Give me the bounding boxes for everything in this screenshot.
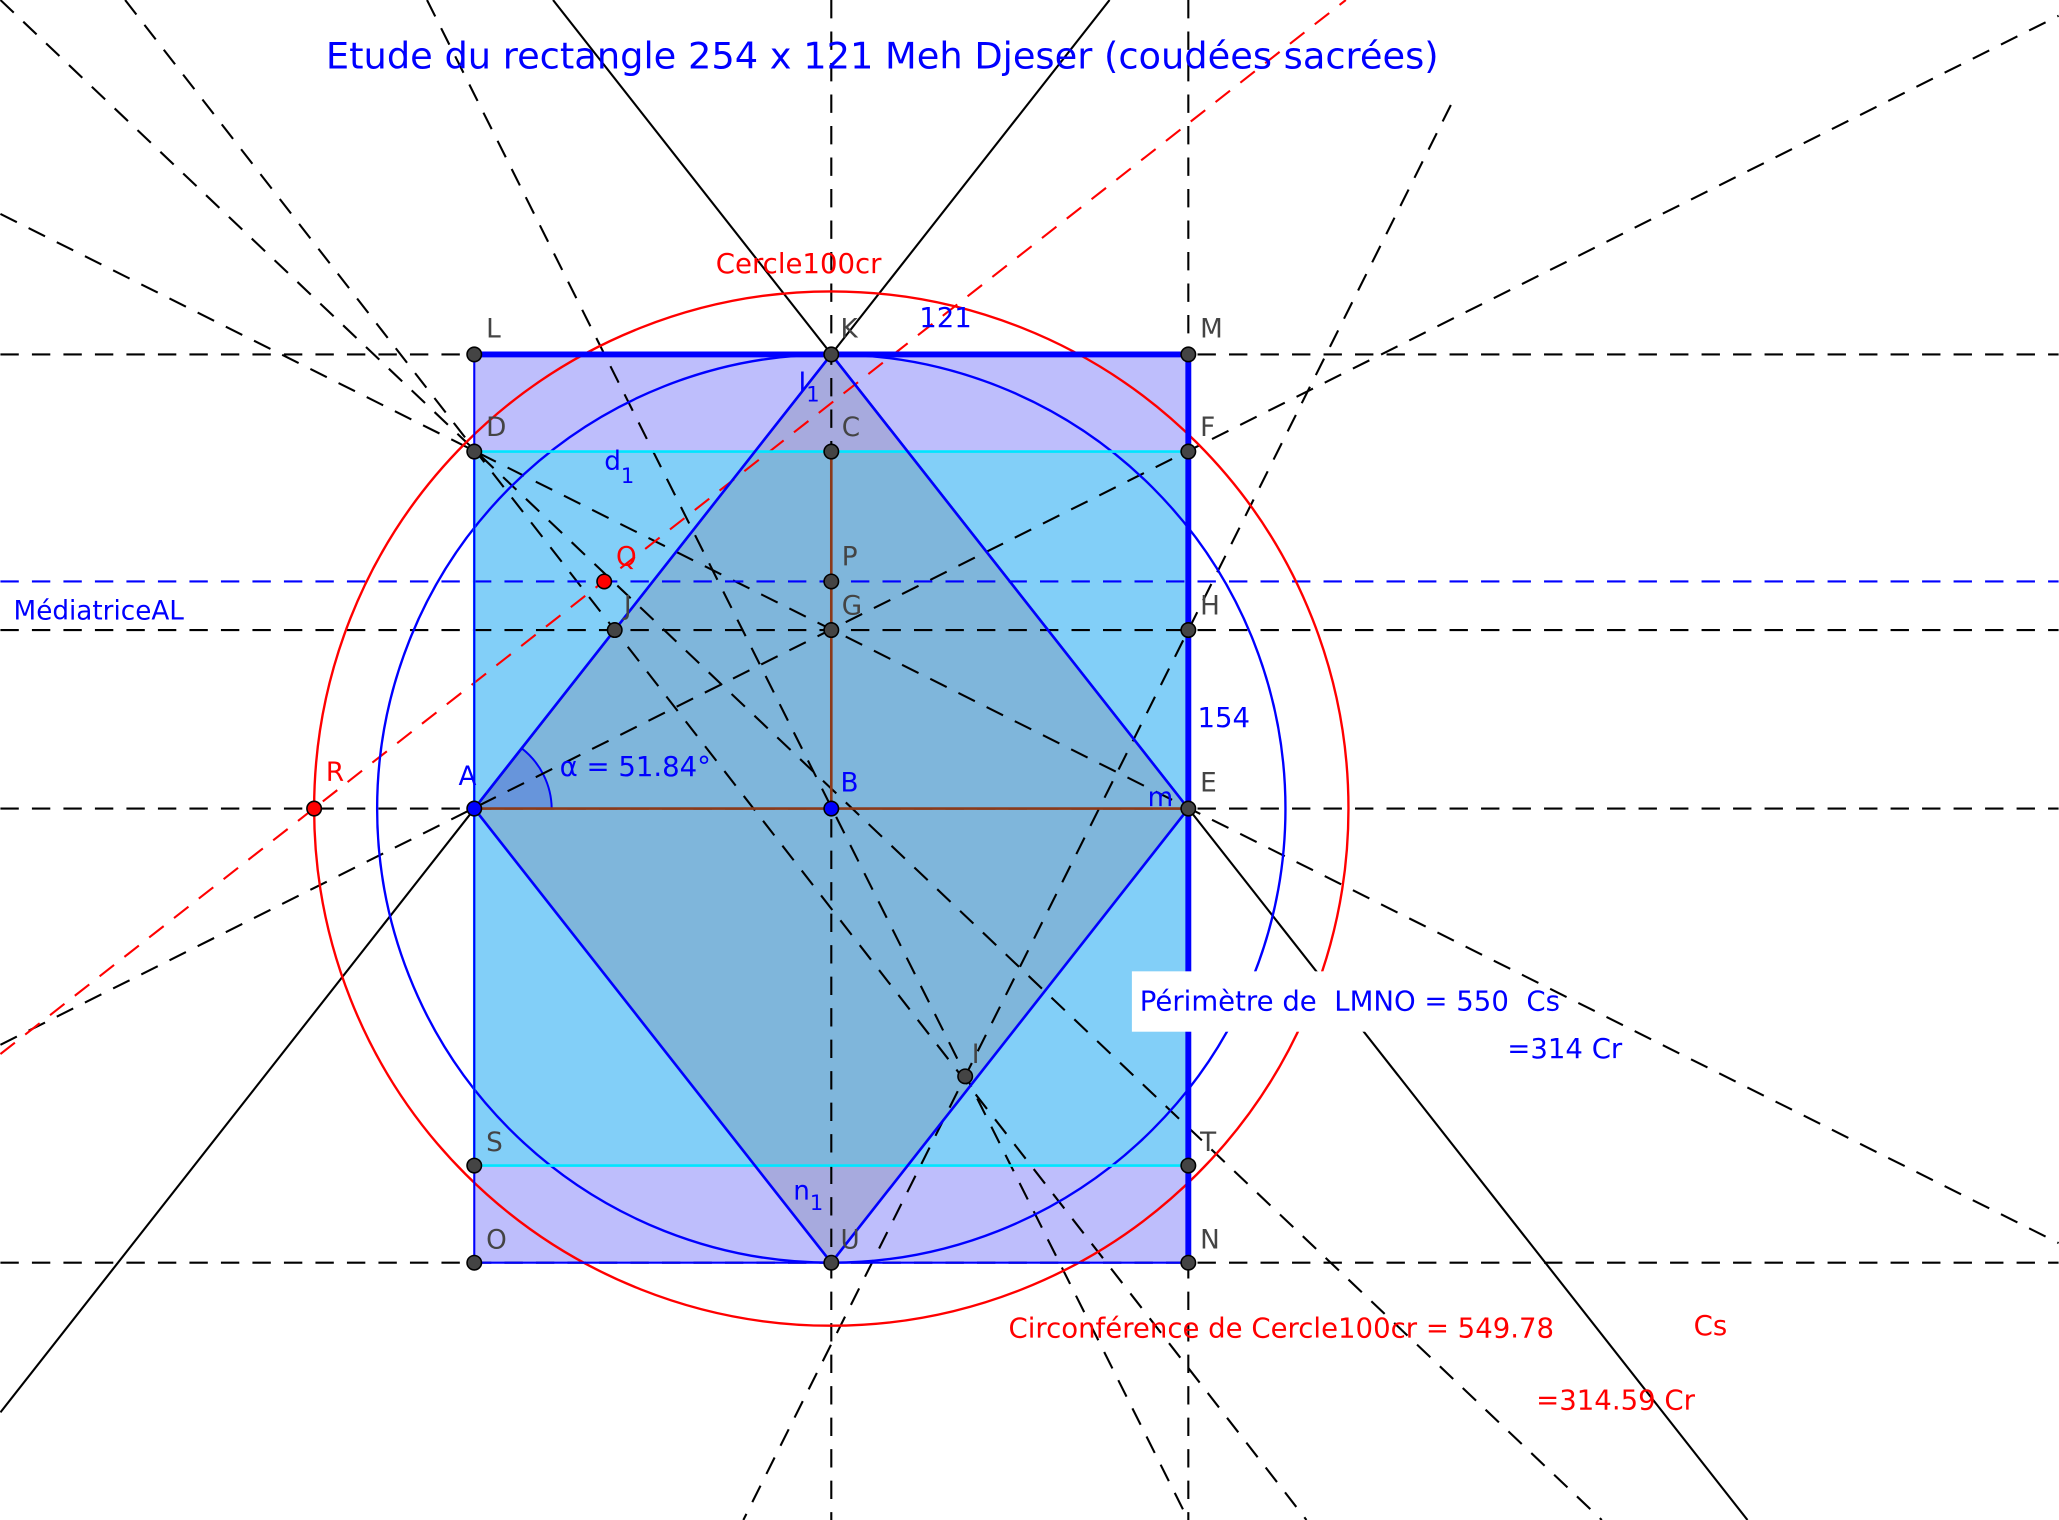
point-d[interactable] [466,443,483,460]
perimeter-line2: =314 Cr [1507,1033,1623,1065]
red-dashed-line-rq [0,0,1347,1055]
point-label-l: L [486,314,501,344]
perimeter-line1: Périmètre de LMNO = 550 Cs [1140,986,1560,1018]
point-label-h: H [1200,591,1220,621]
circumference-line1: Circonférence de Cercle100cr = 549.78 [1008,1313,1554,1345]
point-k[interactable] [823,346,840,363]
point-b[interactable] [823,800,840,817]
point-label-i: I [972,1040,980,1070]
segment-lm-length: 121 [919,302,972,334]
perimeter-box [1131,971,1366,1032]
point-label-q: Q [616,543,637,573]
segment-mn-length: 154 [1198,702,1251,734]
point-label-g: G [842,591,862,621]
point-t[interactable] [1180,1157,1197,1174]
point-o[interactable] [466,1254,483,1271]
point-q[interactable] [596,573,613,590]
point-label-u: U [840,1225,859,1255]
point-label-c: C [842,413,860,443]
circle-label: Cercle100cr [716,248,882,280]
label-m: m [1148,783,1174,813]
point-f[interactable] [1180,443,1197,460]
point-i[interactable] [957,1068,974,1085]
point-r[interactable] [306,800,323,817]
point-p[interactable] [823,573,840,590]
point-label-p: P [842,543,858,573]
angle-alpha-fill [472,746,553,810]
point-label-o: O [486,1225,507,1255]
point-j[interactable] [606,622,623,639]
label-d1: d1 [604,447,634,488]
point-label-d: D [486,413,506,443]
label-n1: n1 [793,1177,823,1216]
point-label-r: R [326,758,344,788]
angle-alpha-label: α = 51.84° [560,751,711,783]
point-label-m: M [1200,314,1223,344]
points-layer: L K M D C F P QJ G H A B E R I S T O U N [306,314,1223,1271]
point-a[interactable] [466,800,483,817]
circumference-unit: Cs [1694,1310,1728,1342]
point-label-n: N [1200,1225,1220,1255]
point-u[interactable] [823,1254,840,1271]
point-label-t: T [1199,1128,1217,1158]
point-c[interactable] [823,443,840,460]
point-s[interactable] [466,1157,483,1174]
mediatrice-label: MédiatriceAL [14,597,185,627]
label-i1: I1 [798,368,819,407]
point-e[interactable] [1180,800,1197,817]
point-g[interactable] [823,622,840,639]
point-label-s: S [486,1128,503,1158]
point-label-b: B [840,769,858,799]
diagram-title: Etude du rectangle 254 x 121 Meh Djeser … [326,34,1439,77]
point-n[interactable] [1180,1254,1197,1271]
point-label-f: F [1200,413,1215,443]
point-h[interactable] [1180,622,1197,639]
point-label-a: A [459,762,477,792]
point-label-j: J [622,591,632,621]
point-label-k: K [840,314,858,344]
point-l[interactable] [466,346,483,363]
point-m[interactable] [1180,346,1197,363]
circumference-line2: =314.59 Cr [1536,1385,1695,1417]
point-label-e: E [1200,769,1217,799]
